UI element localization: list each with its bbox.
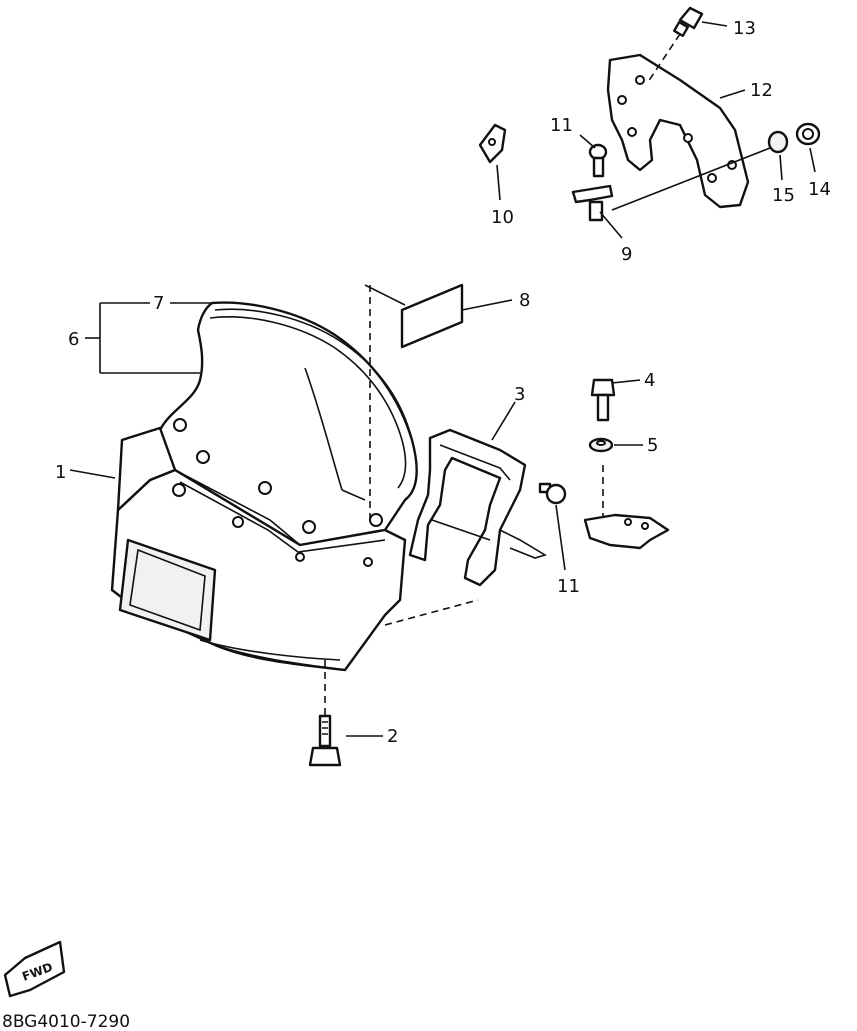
clip-part-10: [478, 123, 507, 164]
leader-lines: [69, 21, 816, 737]
callout-3: 3: [514, 384, 525, 405]
nut-part-14: [795, 122, 821, 146]
washer-part-5: [588, 437, 614, 453]
drawing-code: 8BG4010-7290: [2, 1012, 130, 1031]
callout-6: 6: [68, 329, 79, 350]
bolt-part-4: [590, 378, 616, 422]
callout-11-upper: 11: [550, 115, 573, 136]
bolt13-dashline: [647, 33, 681, 83]
clip-part-9: [571, 184, 614, 222]
stay-part-3: [408, 428, 547, 587]
callout-7: 7: [153, 293, 164, 314]
callout-11-lower: 11: [557, 576, 580, 597]
cowling-part-1: [110, 301, 418, 672]
callout-10: 10: [491, 207, 514, 228]
callout-2: 2: [387, 726, 398, 747]
stay-dashline: [384, 599, 479, 626]
fwd-arrow-icon: FWD: [3, 940, 66, 998]
callout-9: 9: [621, 244, 632, 265]
bracket-base: [583, 513, 670, 550]
callout-14: 14: [808, 179, 831, 200]
bolt-part-13: [672, 6, 704, 38]
grommet-part-15: [767, 130, 789, 154]
callout-8: 8: [519, 290, 530, 311]
screw-part-11-lower: [538, 482, 567, 505]
callout-13: 13: [733, 18, 756, 39]
callout-12: 12: [750, 80, 773, 101]
clip9-line: [611, 147, 771, 211]
label-part-8: [400, 283, 464, 349]
screw-part-11-upper: [588, 143, 608, 178]
callout-5: 5: [647, 435, 658, 456]
bolt-part-2: [308, 660, 342, 767]
callout-1: 1: [55, 462, 66, 483]
callout-numbers: 1 2 3 4 5 6 7 8 9 10 11 11 12 13 14 15: [55, 18, 831, 747]
centerline-top: [364, 284, 406, 306]
callout-15: 15: [772, 185, 795, 206]
callout-4: 4: [644, 370, 655, 391]
